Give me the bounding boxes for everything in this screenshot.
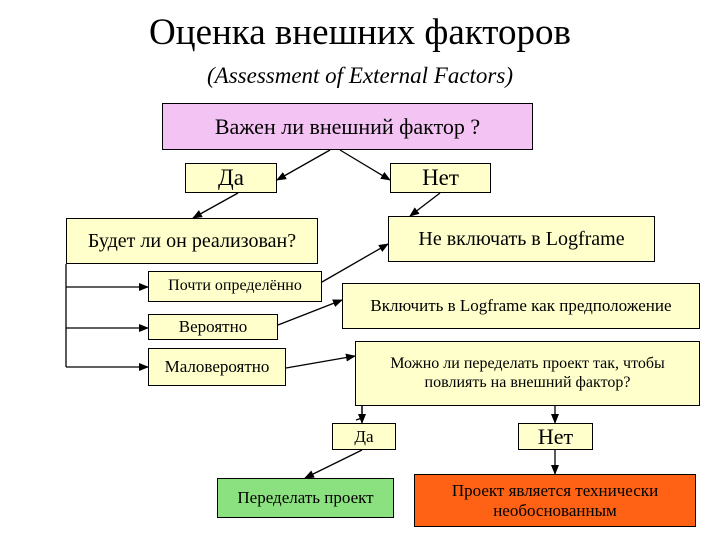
question-realized-node: Будет ли он реализован?: [66, 218, 318, 264]
redesign-label: Переделать проект: [237, 488, 374, 508]
likely-label: Вероятно: [178, 317, 248, 337]
exclude-label: Не включать в Logframe: [418, 227, 625, 250]
arrow-yes-to-realized: [192, 192, 239, 219]
unlikely-node: Маловероятно: [148, 348, 286, 386]
yes-label-2: Да: [354, 426, 374, 446]
arrow-unlikely-to-redesign-q: [285, 353, 356, 369]
yes-label-1: Да: [218, 164, 244, 190]
yes-node-1: Да: [185, 163, 277, 193]
page-title: Оценка внешних факторов: [149, 12, 571, 53]
no-node-1: Нет: [390, 163, 491, 193]
question-realized-label: Будет ли он реализован?: [87, 229, 297, 252]
include-assumption-node: Включить в Logframe как предположение: [342, 283, 700, 329]
arrow-redesign-q-to-yes: [355, 406, 363, 421]
almost-certain-label: Почти определённо: [168, 277, 302, 295]
infeasible-node: Проект является технически необоснованны…: [414, 474, 696, 527]
arrow-almost-to-exclude: [321, 243, 389, 283]
no-label-1: Нет: [422, 164, 459, 190]
infeasible-label: Проект является технически необоснованны…: [451, 480, 659, 520]
question-important-label: Важен ли внешний фактор ?: [214, 113, 481, 139]
redesign-node: Переделать проект: [217, 478, 394, 518]
page-subtitle: (Assessment of External Factors): [207, 63, 513, 88]
arrow-yes-to-redesign: [304, 449, 363, 479]
arrow-important-to-yes: [276, 149, 331, 181]
question-redesign-node: Можно ли переделать проект так, чтобы по…: [355, 341, 700, 406]
arrow-no-to-exclude: [409, 192, 441, 217]
almost-certain-node: Почти определённо: [148, 271, 322, 302]
arrow-likely-to-include: [277, 299, 343, 326]
exclude-node: Не включать в Logframe: [388, 216, 655, 262]
unlikely-label: Маловероятно: [164, 357, 270, 377]
arrow-important-to-no: [339, 149, 391, 181]
yes-node-2: Да: [332, 423, 396, 450]
likely-node: Вероятно: [148, 314, 278, 340]
no-label-2: Нет: [537, 423, 574, 449]
question-redesign-label: Можно ли переделать проект так, чтобы по…: [390, 355, 665, 391]
include-assumption-label: Включить в Logframe как предположение: [370, 296, 672, 316]
question-important-node: Важен ли внешний фактор ?: [162, 103, 533, 150]
no-node-2: Нет: [518, 423, 593, 450]
